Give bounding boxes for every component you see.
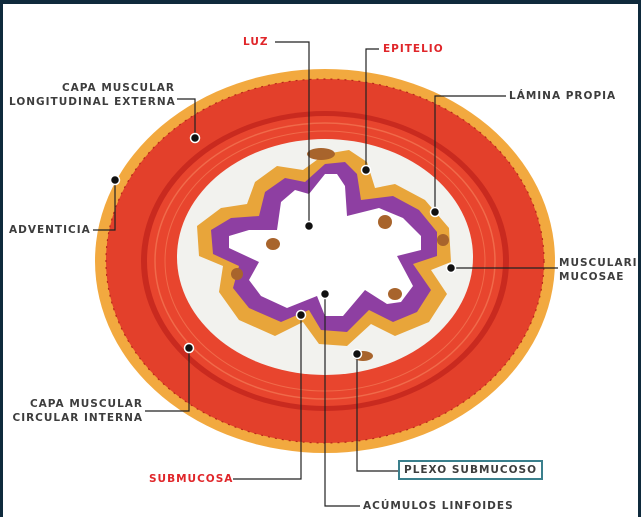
label-epitelio: EPITELIO <box>383 42 444 56</box>
label-adventicia: ADVENTICIA <box>9 223 91 237</box>
label-lamina-propia: LÁMINA PROPIA <box>509 89 616 103</box>
label-luz: LUZ <box>243 35 268 49</box>
label-capa-muscular-longitudinal: CAPA MUSCULAR LONGITUDINAL EXTERNA <box>9 81 175 109</box>
label-muscularis-mucosae: MUSCULARIS MUCOSAE <box>559 256 638 284</box>
label-line: CIRCULAR INTERNA <box>9 411 143 425</box>
label-line: CAPA MUSCULAR <box>9 397 143 411</box>
diagram-frame: LUZ EPITELIO LÁMINA PROPIA CAPA MUSCULAR… <box>3 4 638 517</box>
label-submucosa: SUBMUCOSA <box>149 472 233 486</box>
label-line: LONGITUDINAL EXTERNA <box>9 95 175 109</box>
label-line: MUCOSAE <box>559 270 638 284</box>
label-acumulos-linfoides: ACÚMULOS LINFOIDES <box>363 499 514 513</box>
label-line: CAPA MUSCULAR <box>9 81 175 95</box>
label-plexo-submucoso: PLEXO SUBMUCOSO <box>398 460 543 480</box>
label-capa-muscular-circular: CAPA MUSCULAR CIRCULAR INTERNA <box>9 397 143 425</box>
label-line: MUSCULARIS <box>559 256 638 270</box>
